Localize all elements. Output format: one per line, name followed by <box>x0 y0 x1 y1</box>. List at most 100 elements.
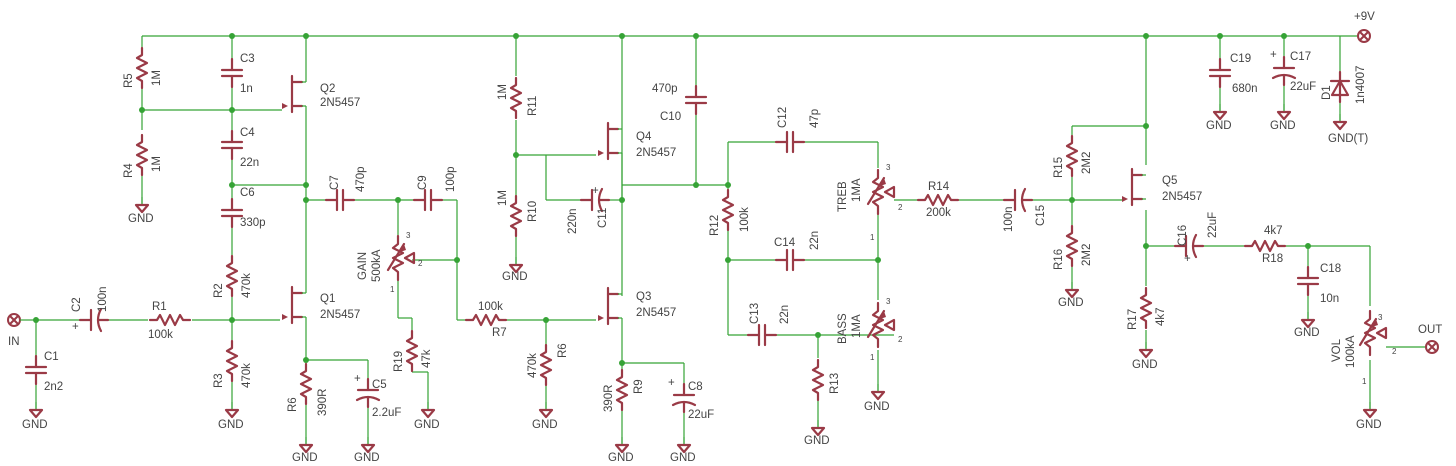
ground-r4 <box>134 195 150 214</box>
label-r19: R19 <box>393 351 405 372</box>
label-r6-bias: R6 <box>557 343 569 358</box>
label-gnd: GND <box>1206 120 1232 132</box>
label-r6-source-value: 390R <box>317 389 329 417</box>
label-r5: R5 <box>123 73 135 88</box>
input-port <box>7 313 36 327</box>
label-c8: C8 <box>688 381 703 393</box>
label-out: OUT <box>1418 324 1442 336</box>
label-treble-value: 1MA <box>851 178 863 202</box>
label-c7-value: 470p <box>355 166 367 192</box>
label-treble: TREB <box>837 181 849 212</box>
label-c15: C15 <box>1035 205 1047 226</box>
resistor-r4 <box>135 133 149 177</box>
ground-r3 <box>224 400 240 419</box>
output-port <box>1425 340 1439 354</box>
label-r19-value: 47k <box>421 349 433 368</box>
label-c19: C19 <box>1230 53 1251 65</box>
label-r12-value: 100k <box>739 207 751 232</box>
label-c11-value: 220n <box>567 208 579 234</box>
label-gnd: GND <box>670 452 696 464</box>
label-c5-value: 2.2uF <box>372 407 401 419</box>
label-gnd: GND <box>1356 419 1382 431</box>
label-vcc: +9V <box>1354 11 1375 23</box>
label-c9: C9 <box>417 175 429 190</box>
pin-number: 3 <box>1378 313 1383 322</box>
label-r2: R2 <box>213 283 225 298</box>
resistor-r17 <box>1139 286 1153 330</box>
label-c17-value: 22uF <box>1290 81 1316 93</box>
resistor-r19 <box>405 329 419 373</box>
label-c1-value: 2n2 <box>44 381 63 393</box>
potentiometer-treble <box>866 168 896 216</box>
label-c12: C12 <box>777 107 789 128</box>
label-c11: C11 <box>597 208 609 228</box>
label-gnd: GND <box>532 419 558 431</box>
ground-r13 <box>810 418 826 437</box>
label-gain: GAIN <box>357 252 369 280</box>
label-r15-value: 2M2 <box>1081 152 1093 174</box>
label-r12: R12 <box>709 215 721 236</box>
label-c6: C6 <box>240 187 255 199</box>
label-gnd: GND <box>128 213 154 225</box>
component-labels: IN OUT +9V C1 2n2 C2 100n R1 100k R5 1M … <box>8 11 1442 464</box>
junction-dots <box>33 33 1311 366</box>
label-r1: R1 <box>152 301 167 313</box>
pin-number: 1 <box>390 285 395 294</box>
resistor-r5 <box>135 46 149 90</box>
ground-r6b <box>538 400 554 419</box>
capacitor-c3 <box>220 57 244 89</box>
label-r11: R11 <box>527 96 539 116</box>
resistor-r12 <box>721 188 735 232</box>
capacitor-c1 <box>24 354 48 386</box>
resistor-r7 <box>464 313 508 327</box>
label-r17-value: 4k7 <box>1155 307 1167 326</box>
transistor-q3 <box>596 286 620 326</box>
label-r1-value: 100k <box>148 329 173 341</box>
label-in: IN <box>8 336 20 348</box>
capacitor-c4 <box>220 129 244 161</box>
label-gnd: GND <box>1058 297 1084 309</box>
capacitor-c7 <box>324 188 356 212</box>
pin-number: 2 <box>418 259 423 268</box>
label-r15: R15 <box>1053 157 1065 178</box>
label-q5: Q5 <box>1162 175 1177 187</box>
ground-d1 <box>1332 112 1348 131</box>
label-r11-value: 1M <box>497 84 509 100</box>
label-r13: R13 <box>829 373 841 394</box>
polarity-mark: + <box>1184 253 1191 265</box>
transistor-q2 <box>280 74 304 114</box>
label-gnd-t: GND(T) <box>1328 133 1368 145</box>
label-q3: Q3 <box>636 291 651 303</box>
capacitor-c12 <box>774 130 806 154</box>
label-gnd: GND <box>1270 120 1296 132</box>
label-r2-value: 470k <box>241 273 253 298</box>
ground-r6a <box>298 435 314 454</box>
label-c5: C5 <box>372 379 387 391</box>
components <box>7 29 1439 454</box>
label-r4-value: 1M <box>151 156 163 172</box>
label-c17: C17 <box>1290 51 1311 63</box>
label-c12-value: 47p <box>809 109 821 128</box>
label-r7-value: 100k <box>478 301 503 313</box>
transistor-q5 <box>1120 167 1144 207</box>
label-r10: R10 <box>527 201 539 222</box>
ground-c5 <box>360 435 376 454</box>
resistor-r6-bias <box>539 343 553 387</box>
capacitor-c18 <box>1296 265 1320 297</box>
ground-c8 <box>676 435 692 454</box>
label-c10-value: 470p <box>652 83 678 95</box>
label-gnd: GND <box>1132 359 1158 371</box>
label-r16-value: 2M2 <box>1081 244 1093 266</box>
label-bass-value: 1MA <box>851 314 863 338</box>
label-gnd: GND <box>292 452 318 464</box>
resistor-r9 <box>615 368 629 412</box>
label-c13: C13 <box>749 303 761 324</box>
resistor-r2 <box>225 254 239 298</box>
label-r10-value: 1M <box>497 190 509 206</box>
pin-number: 2 <box>1392 347 1397 356</box>
label-gnd: GND <box>1294 327 1320 339</box>
label-gnd: GND <box>502 271 528 283</box>
capacitor-c9 <box>412 188 444 212</box>
label-r7: R7 <box>492 327 507 339</box>
label-c2: C2 <box>71 297 83 312</box>
